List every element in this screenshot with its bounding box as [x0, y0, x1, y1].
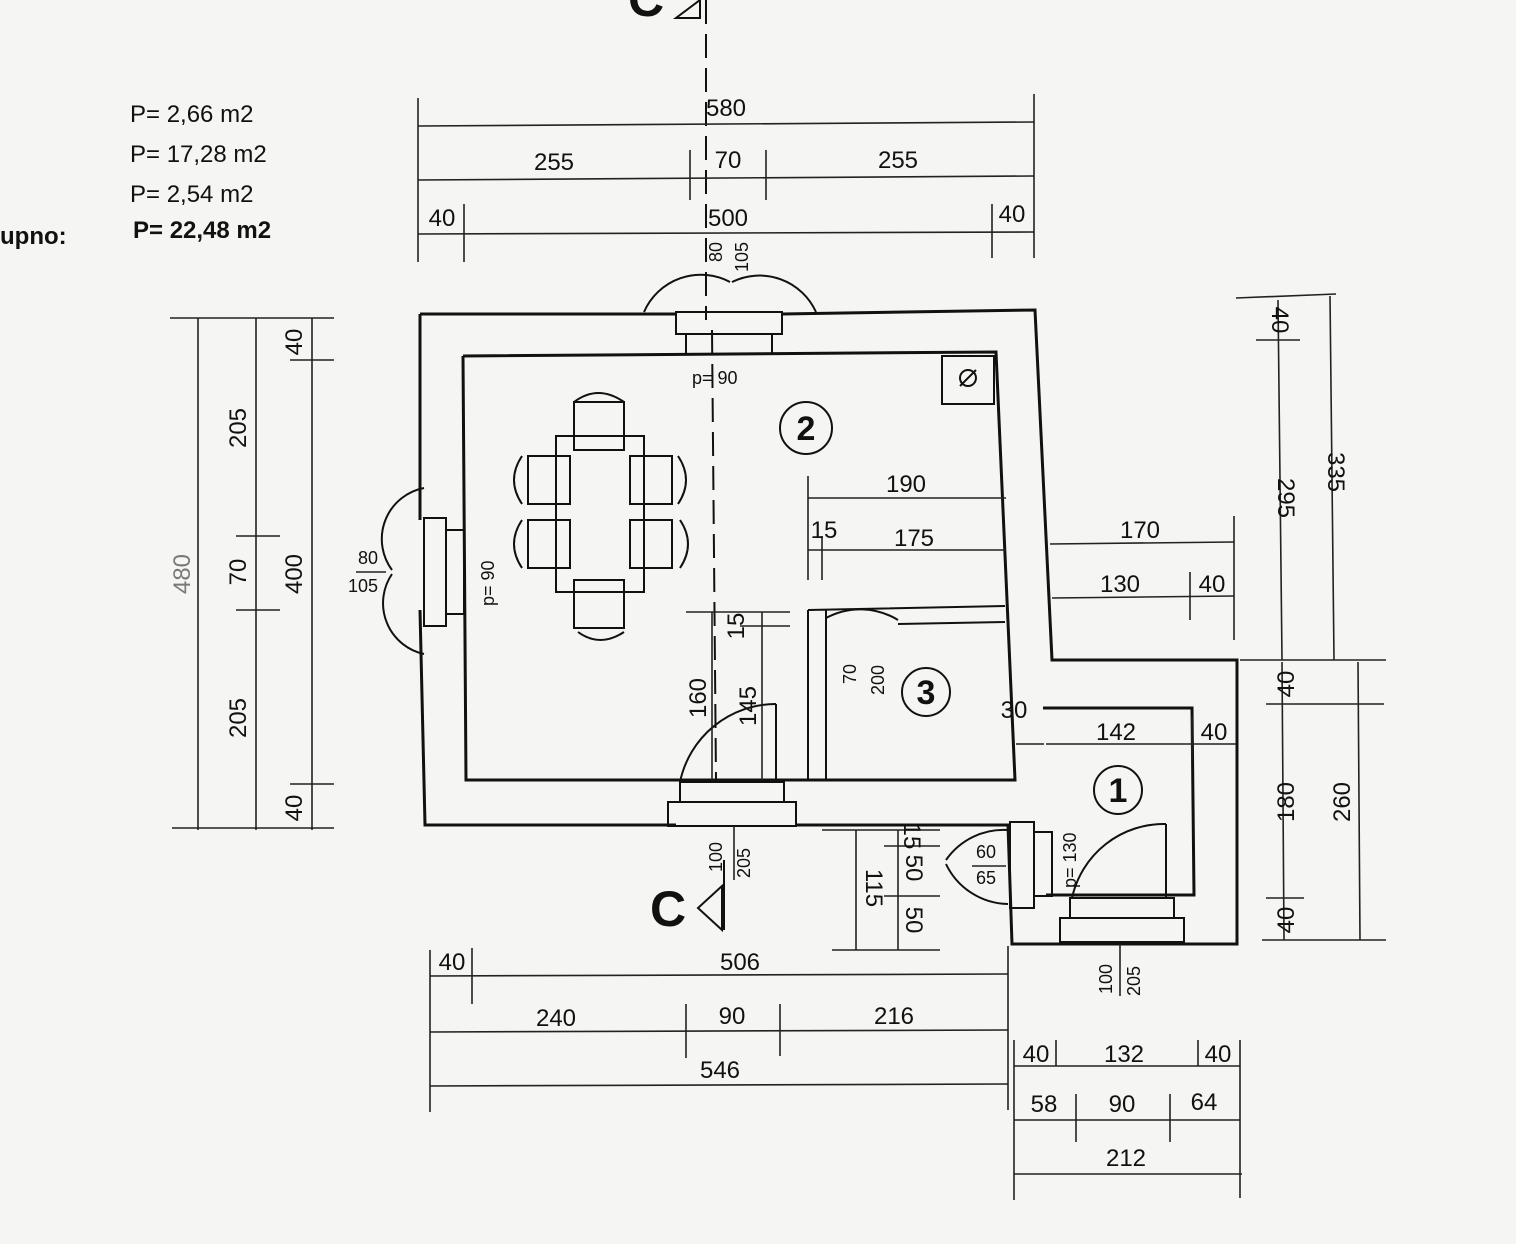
dim-left-wall-bottom: 40 [281, 795, 308, 822]
dim-annex-overall: 212 [1106, 1145, 1146, 1172]
dim-170: 170 [1120, 517, 1160, 544]
walls [418, 308, 1239, 946]
dim-175: 175 [894, 525, 934, 552]
dim-top-wall-right: 40 [999, 201, 1026, 228]
dim-right-wall-top: 40 [1266, 307, 1293, 334]
window-small-a: 60 [976, 842, 996, 862]
dim-annex-middle: 90 [1109, 1091, 1136, 1118]
dim-top-wall-left: 40 [429, 205, 456, 232]
dim-left-seg3: 205 [225, 698, 252, 738]
bottom-dimensions: 40 506 240 90 216 546 40 132 40 58 90 64… [429, 946, 1242, 1200]
dim-130: 130 [1100, 571, 1140, 598]
dim-annex-wall-left: 40 [1023, 1041, 1050, 1068]
window-right-small [945, 821, 1053, 909]
area-row-2: P= 17,28 m2 [130, 141, 267, 168]
dim-15b: 15 [723, 613, 750, 640]
section-label-bottom: C [650, 881, 686, 937]
dim-annex-right: 64 [1191, 1089, 1218, 1116]
dim-145: 145 [735, 686, 762, 726]
dim-bottom-middle: 90 [719, 1003, 746, 1030]
chimney-icon [959, 369, 977, 387]
dim-50a: 50 [900, 855, 927, 882]
dim-right-wall-bottom: 40 [1273, 907, 1300, 934]
section-arrow-icon [673, 0, 701, 19]
interior-dimensions: 190 15 175 170 130 40 15 160 145 70 200 … [685, 471, 1236, 780]
dim-top-door-a: 80 [706, 242, 726, 262]
section-line-c: C C [628, 0, 725, 937]
dim-115: 115 [860, 869, 887, 907]
dim-right-overall-bottom: 260 [1329, 782, 1356, 822]
dim-left-window-b: 105 [348, 576, 378, 596]
dim-bottom-wall-left: 40 [439, 949, 466, 976]
right-dimensions: 40 295 335 40 180 40 260 [1235, 293, 1386, 941]
door-room-1: p= 130 [1059, 822, 1185, 943]
door-room1-width: 100 [1096, 964, 1116, 994]
door-room1-height: 205 [1124, 966, 1144, 996]
door-main-height: 205 [734, 848, 754, 878]
dim-70: 70 [840, 664, 860, 684]
window-left: p= 90 [380, 487, 498, 655]
dim-right-inner-top: 295 [1272, 478, 1299, 518]
top-dimensions: 580 255 70 255 40 500 40 80 105 [417, 94, 1035, 272]
window-small-b: 65 [976, 868, 996, 888]
dim-15c: 15 [898, 823, 925, 850]
section-arrow-icon [696, 883, 723, 933]
dim-bottom-overall: 546 [700, 1057, 740, 1084]
left-window-parapet: p= 90 [478, 560, 498, 606]
area-table: P= 2,66 m2 P= 17,28 m2 P= 2,54 m2 upno: … [0, 101, 271, 250]
section-label-top: C [628, 0, 664, 27]
area-row-3: P= 2,54 m2 [130, 181, 253, 208]
dim-annex-wall-right: 40 [1205, 1041, 1232, 1068]
dim-annex-left: 58 [1031, 1091, 1058, 1118]
area-total-label: upno: [0, 223, 67, 250]
door-main [667, 703, 797, 827]
window-top: p= 90 [643, 273, 817, 388]
dim-top-middle: 70 [715, 147, 742, 174]
door-window-annotations: 100 205 100 205 60 65 115 15 50 50 [706, 823, 1144, 996]
dim-200: 200 [868, 665, 888, 695]
dim-40a: 40 [1199, 571, 1226, 598]
door-room-3 [825, 608, 899, 690]
top-window-parapet: p= 90 [692, 368, 738, 388]
room-number-3: 3 [917, 674, 936, 712]
dim-bottom-left: 240 [536, 1005, 576, 1032]
dim-50b: 50 [900, 907, 927, 934]
dim-left-overall: 480 [169, 554, 196, 594]
dim-right-inner-bottom: 180 [1273, 782, 1300, 822]
dim-190: 190 [886, 471, 926, 498]
dim-left-seg2: 70 [225, 559, 252, 586]
dim-top-door-b: 105 [732, 242, 752, 272]
area-row-1: P= 2,66 m2 [130, 101, 253, 128]
dim-top-overall: 580 [706, 95, 746, 122]
room-number-2: 2 [797, 410, 816, 448]
chimney [941, 355, 995, 405]
door-main-width: 100 [706, 842, 726, 872]
dim-right-wall-mid: 40 [1273, 671, 1300, 698]
dim-left-inner: 400 [281, 554, 308, 594]
dim-left-window-a: 80 [358, 548, 378, 568]
dim-left-seg1: 205 [225, 408, 252, 448]
dim-30: 30 [1001, 697, 1028, 724]
room-numbers: 2 3 1 [779, 401, 1143, 815]
dim-bottom-inner: 506 [720, 949, 760, 976]
room1-parapet: p= 130 [1060, 832, 1080, 888]
dim-left-wall-top: 40 [281, 329, 308, 356]
dim-15a: 15 [811, 517, 838, 544]
dim-160: 160 [685, 678, 712, 718]
dim-142: 142 [1096, 719, 1136, 746]
dim-bottom-right: 216 [874, 1003, 914, 1030]
dim-top-left: 255 [534, 149, 574, 176]
area-total-value: P= 22,48 m2 [133, 217, 271, 244]
dim-right-overall-top: 335 [1322, 452, 1349, 492]
dining-set-icon [513, 392, 689, 641]
dim-top-inner: 500 [708, 205, 748, 232]
room-number-1: 1 [1109, 772, 1128, 810]
dim-40b: 40 [1201, 719, 1228, 746]
left-dimensions: 40 205 70 205 400 40 480 80 105 [169, 317, 386, 830]
dim-annex-inner: 132 [1104, 1041, 1144, 1068]
dim-top-right: 255 [878, 147, 918, 174]
